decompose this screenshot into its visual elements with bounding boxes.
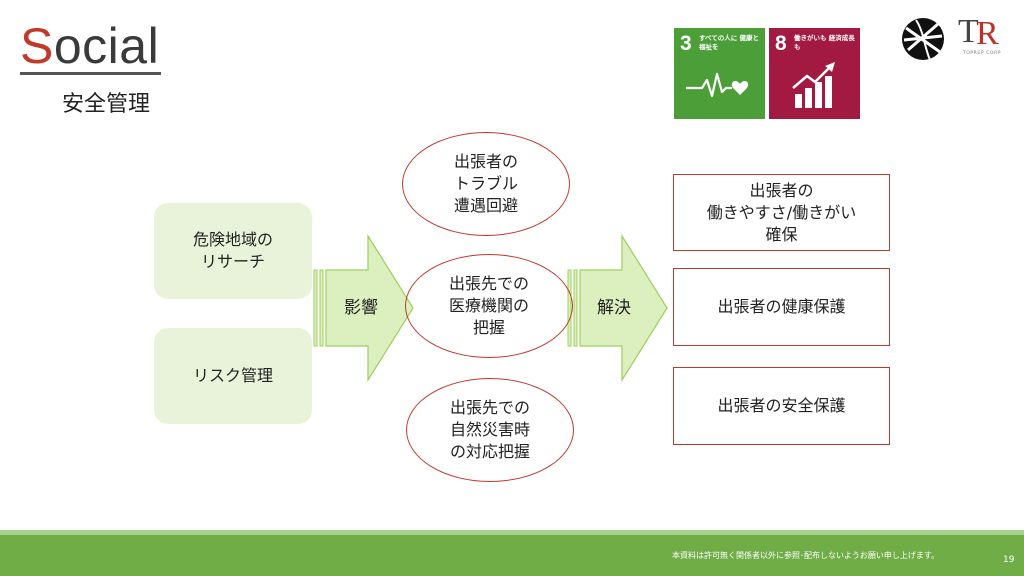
footer-accent-line [0,530,1024,535]
slide-title-rest: ocial [53,18,160,74]
outcome-box-label: 出張者の 働きやすさ/働きがい 確保 [706,180,857,244]
input-box-label: リスク管理 [192,366,273,385]
sdg-8-tile: 8 働きがいも 経済成長も [769,28,860,119]
sdg-8-text: 働きがいも 経済成長も [794,34,855,51]
toprep-mark: T R [956,13,1008,52]
issue-oval-label: 出張先での 自然災害時 の対応把握 [449,398,530,461]
input-box-risk-management: リスク管理 [154,328,312,424]
outcome-box-safety-protection: 出張者の安全保護 [673,367,890,445]
page-number: 19 [1003,555,1015,565]
confidentiality-note: 本資料は許可無く関係者以外に参照･配布しないようお願い申し上げます。 [672,551,940,560]
outcome-box-work-satisfaction: 出張者の 働きやすさ/働きがい 確保 [673,174,890,251]
outcome-box-health-protection: 出張者の健康保護 [673,268,890,346]
sdg-3-tile: 3 すべての人に 健康と福祉を [674,28,765,119]
issue-oval-trouble-avoidance: 出張者の トラブル 遭遇回避 [402,132,570,236]
sdg-8-number: 8 [775,32,787,55]
title-underline [20,72,161,75]
heartbeat-icon [686,72,749,98]
slide-title: Social [20,18,159,74]
footer-bar [0,530,1024,576]
issue-oval-medical-facilities: 出張先での 医療機関の 把握 [405,254,573,358]
influence-arrow [313,234,414,382]
toprep-mark-t: T [958,13,979,50]
outcome-box-label: 出張者の安全保護 [717,396,846,415]
influence-arrow-label: 影響 [344,298,378,318]
outcome-box-label: 出張者の健康保護 [717,297,846,316]
slide-title-initial: S [20,18,54,74]
toprep-logo: T R TOPREP CORP [956,13,1008,57]
growth-chart-icon [792,62,835,108]
issue-oval-label: 出張者の トラブル 遭遇回避 [453,152,518,215]
toprep-corp-text: TOPREP CORP [962,51,1002,56]
issue-oval-label: 出張先での 医療機関の 把握 [448,274,529,337]
issue-oval-disaster-response: 出張先での 自然災害時 の対応把握 [406,378,574,482]
globe-logo-icon [902,18,944,61]
slide-subtitle: 安全管理 [62,92,151,117]
input-box-risk-research: 危険地域の リサーチ [154,203,312,299]
toprep-mark-r: R [976,15,999,52]
input-box-label: 危険地域の リサーチ [192,230,273,271]
solution-arrow-label: 解決 [597,298,631,318]
sdg-3-text: すべての人に 健康と福祉を [699,34,760,51]
sdg-3-number: 3 [680,32,692,55]
